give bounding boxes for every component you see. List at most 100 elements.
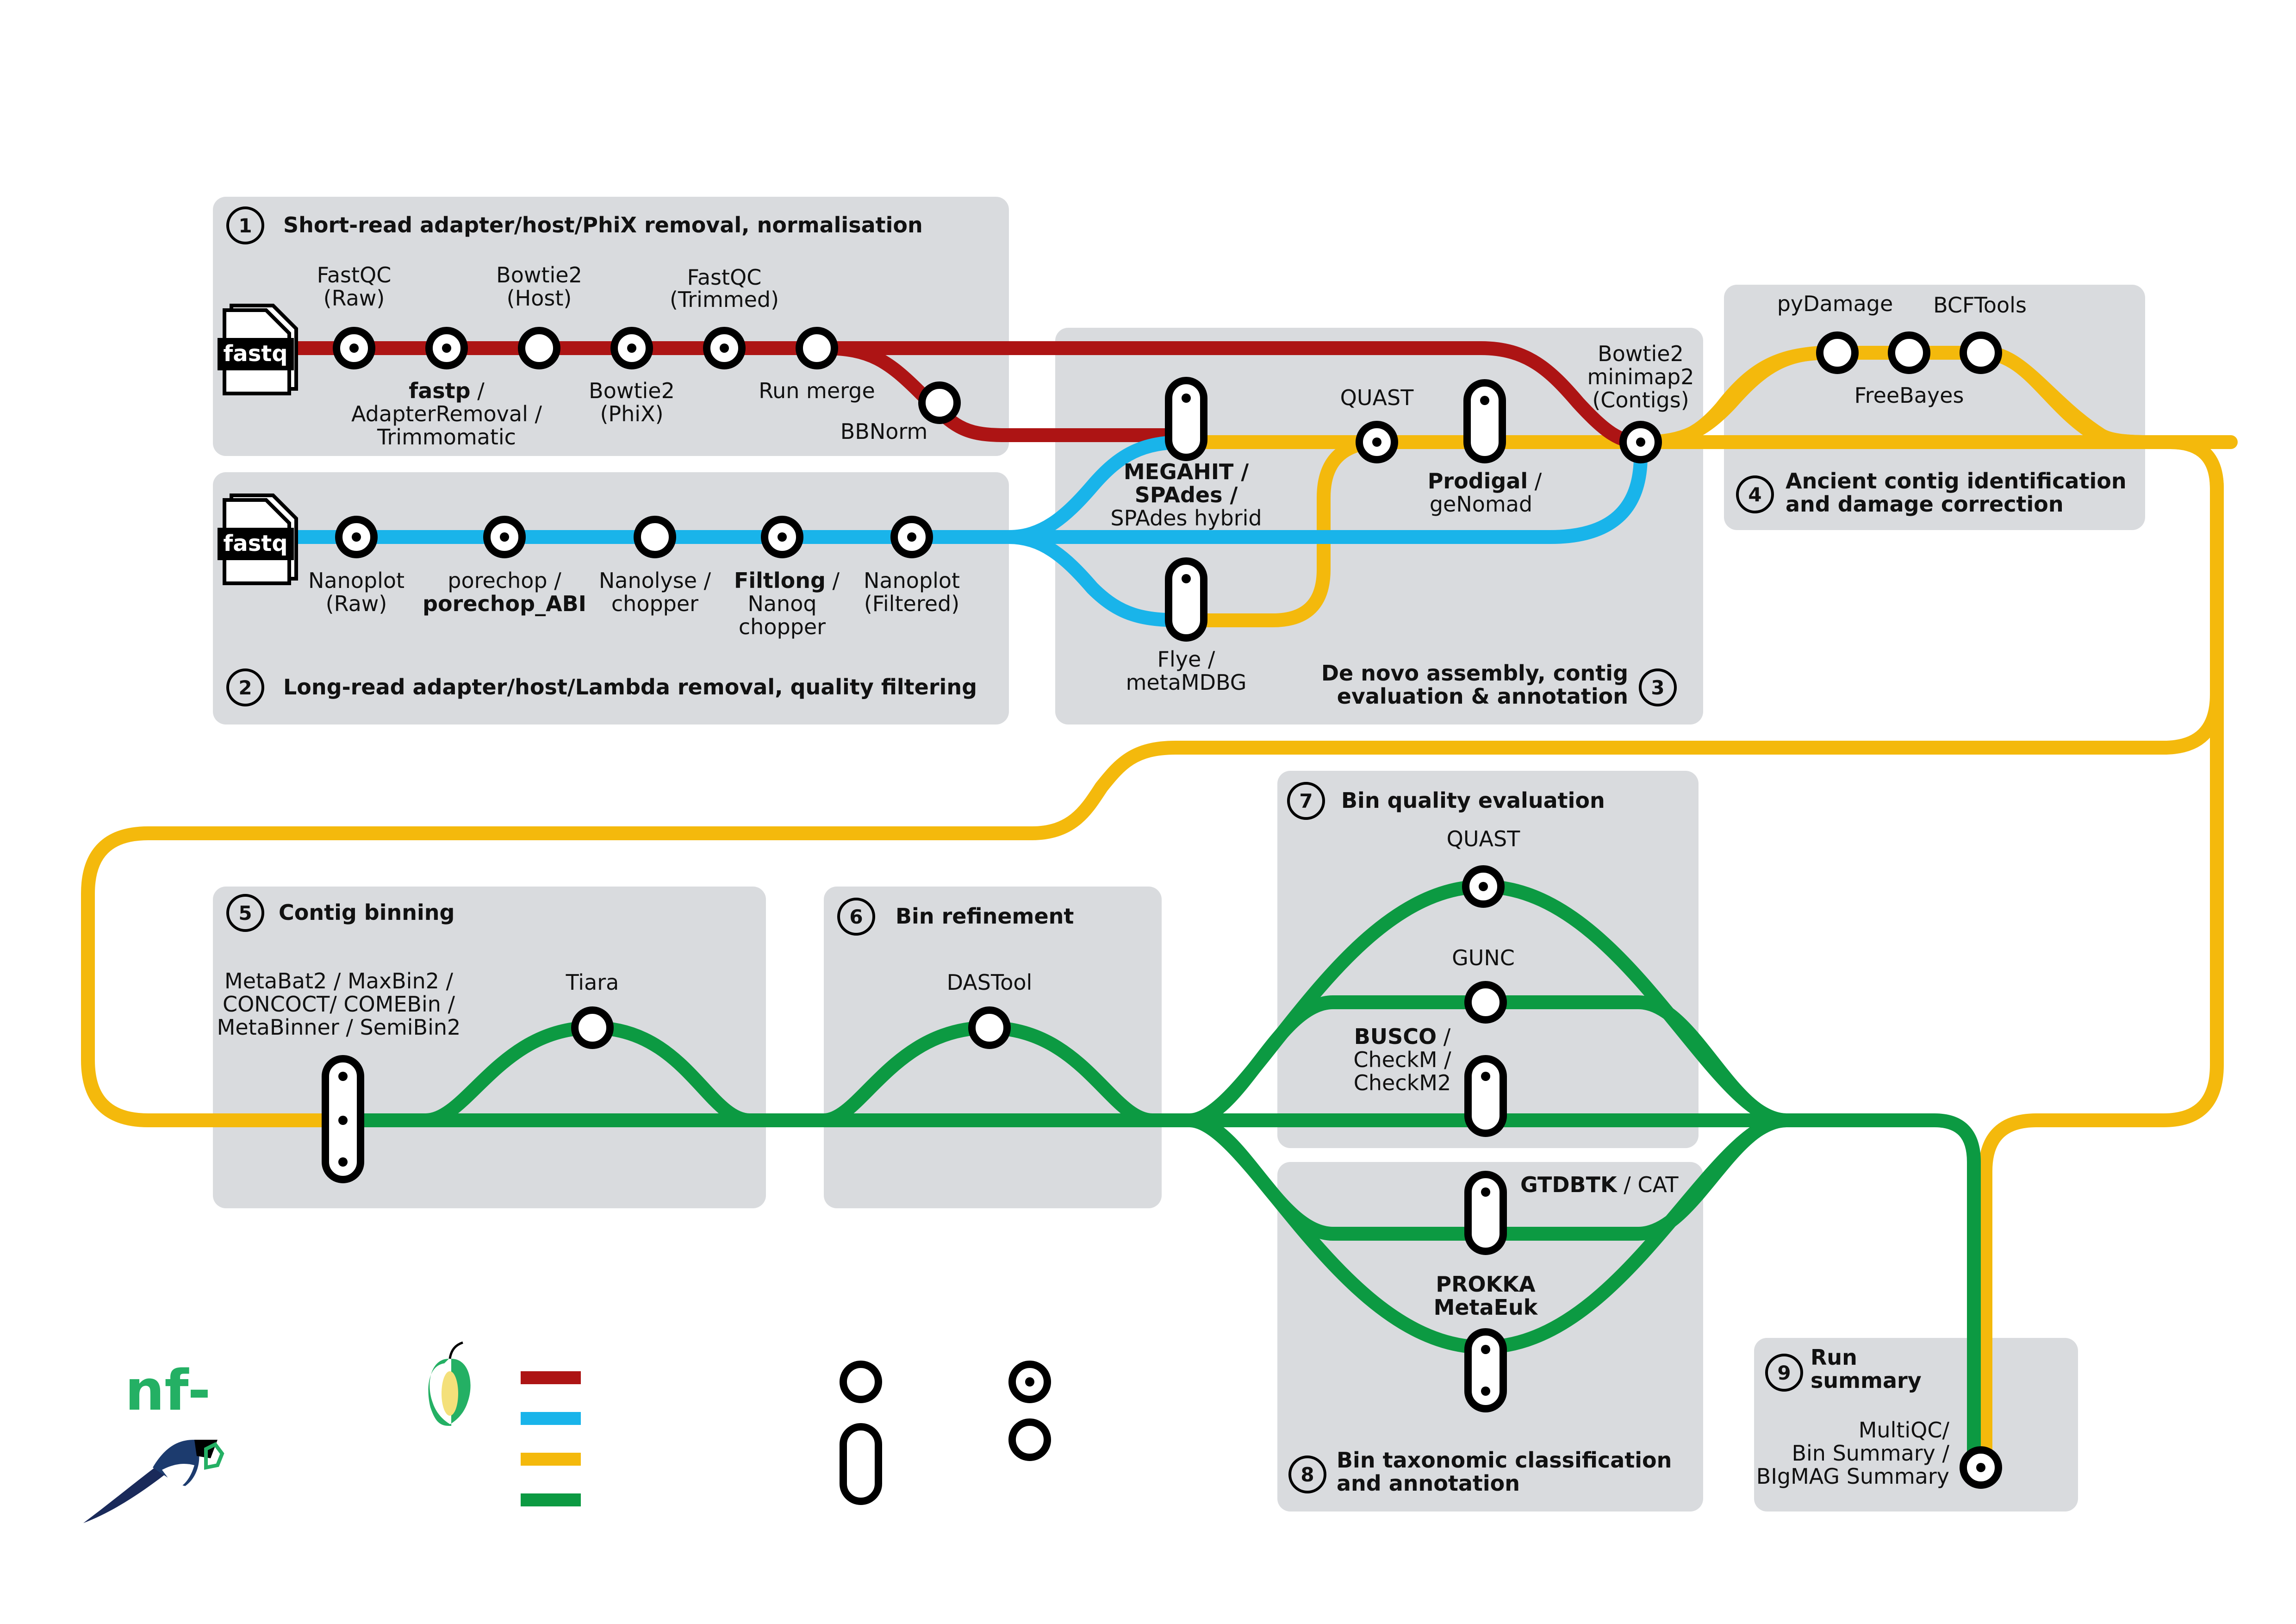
label-megahit-3: SPAdes hybrid xyxy=(1110,506,1262,531)
station-fastqc-trimmed[interactable] xyxy=(703,327,746,369)
label-bowtie2-contigs-3: (Contigs) xyxy=(1592,387,1689,412)
svg-text:7: 7 xyxy=(1299,790,1313,812)
station-metabat[interactable] xyxy=(322,1055,364,1183)
fastq-label-short: fastq xyxy=(223,341,287,367)
station-prokka[interactable] xyxy=(1464,1328,1507,1412)
label-prodigal-1: Prodigal / xyxy=(1428,468,1542,493)
label-quast-bins: QUAST xyxy=(1447,826,1521,851)
label-filtlong-3: chopper xyxy=(739,614,826,639)
logo-prefix: nf- xyxy=(125,1359,211,1423)
station-freebayes[interactable] xyxy=(1888,331,1930,374)
station-bowtie2-phix[interactable] xyxy=(610,327,653,369)
label-freebayes: FreeBayes xyxy=(1854,383,1964,408)
svg-text:Run: Run xyxy=(1811,1345,1857,1370)
label-prodigal-2: geNomad xyxy=(1430,492,1532,517)
station-fastp[interactable] xyxy=(425,327,468,369)
station-quast-contigs[interactable] xyxy=(1356,421,1398,463)
legend-apple-icon xyxy=(428,1341,471,1426)
legend-single-station xyxy=(840,1361,882,1403)
station-gtdbtk[interactable] xyxy=(1464,1171,1507,1255)
legend-green-bar xyxy=(521,1493,581,1506)
panel-short-read xyxy=(213,197,1009,456)
label-fastp-3: Trimmomatic xyxy=(377,425,516,450)
label-filtlong-2: Nanoq xyxy=(747,591,816,616)
legend-blue-bar xyxy=(521,1412,581,1425)
label-gtdbtk: GTDBTK / CAT xyxy=(1520,1172,1679,1197)
svg-text:Ancient contig identification: Ancient contig identification xyxy=(1786,468,2127,493)
station-bbnorm[interactable] xyxy=(918,381,961,424)
panel-bin-quality xyxy=(1277,771,1699,1148)
label-fastqc-raw-2: (Raw) xyxy=(324,286,385,311)
label-prokka-1: PROKKA xyxy=(1436,1272,1536,1297)
svg-text:6: 6 xyxy=(849,906,863,928)
label-bowtie2-host-1: Bowtie2 xyxy=(496,262,582,287)
station-porechop[interactable] xyxy=(483,516,526,558)
legend-required-station xyxy=(1008,1418,1051,1461)
label-metabat-1: MetaBat2 / MaxBin2 / xyxy=(224,968,453,993)
label-bowtie2-host-2: (Host) xyxy=(507,286,572,311)
label-fastqc-trimmed-2: (Trimmed) xyxy=(670,287,779,312)
label-quast-contigs: QUAST xyxy=(1340,385,1414,410)
section-7-header: 7 Bin quality evaluation xyxy=(1287,782,1605,820)
station-run-merge[interactable] xyxy=(796,327,838,369)
stations xyxy=(322,327,2002,1489)
svg-text:Long-read adapter/host/Lambda: Long-read adapter/host/Lambda removal, q… xyxy=(283,675,977,700)
legend-yellow-bar xyxy=(521,1453,581,1466)
station-nanoplot-filtered[interactable] xyxy=(890,516,933,558)
station-gunc[interactable] xyxy=(1464,981,1507,1024)
station-busco[interactable] xyxy=(1464,1055,1507,1137)
legend-optional-station xyxy=(1008,1361,1051,1403)
svg-text:9: 9 xyxy=(1777,1362,1791,1384)
label-multiqc-2: Bin Summary / xyxy=(1792,1441,1949,1466)
label-nanolyse-1: Nanolyse / xyxy=(599,568,711,593)
label-metabat-3: MetaBinner / SemiBin2 xyxy=(217,1015,461,1040)
label-nanoplot-filtered-1: Nanoplot xyxy=(864,568,960,593)
label-bowtie2-contigs-2: minimap2 xyxy=(1587,364,1694,389)
svg-text:5: 5 xyxy=(238,902,252,924)
line-assembly-summary xyxy=(1634,435,2224,1474)
station-quast-bins[interactable] xyxy=(1462,865,1505,908)
svg-text:Contig binning: Contig binning xyxy=(279,900,454,925)
section-1-header: 1 Short-read adapter/host/PhiX removal, … xyxy=(226,206,923,244)
station-tiara[interactable] xyxy=(571,1006,614,1049)
label-fastqc-trimmed-1: FastQC xyxy=(687,265,762,290)
station-bowtie2-host[interactable] xyxy=(518,327,560,369)
station-flye[interactable] xyxy=(1165,557,1207,642)
section-6-header: 6 Bin refinement xyxy=(837,898,1074,936)
svg-text:summary: summary xyxy=(1811,1368,1922,1393)
station-labels: FastQC (Raw) fastp / AdapterRemoval / Tr… xyxy=(217,262,2027,1489)
station-pydamage[interactable] xyxy=(1816,331,1859,374)
station-nanolyse[interactable] xyxy=(634,516,676,558)
label-busco-3: CheckM2 xyxy=(1354,1070,1451,1095)
line-binning xyxy=(336,1113,1981,1474)
label-fastqc-raw-1: FastQC xyxy=(317,262,392,287)
station-nanoplot-raw[interactable] xyxy=(335,516,378,558)
station-bowtie2-contigs[interactable] xyxy=(1619,421,1662,463)
station-filtlong[interactable] xyxy=(761,516,803,558)
label-bbnorm: BBNorm xyxy=(840,419,928,444)
section-8-header: 8 Bin taxonomic classification and annot… xyxy=(1288,1448,1672,1496)
station-prodigal[interactable] xyxy=(1463,379,1506,463)
label-busco-2: CheckM / xyxy=(1353,1047,1451,1072)
label-nanoplot-raw-1: Nanoplot xyxy=(308,568,404,593)
svg-text:and annotation: and annotation xyxy=(1337,1471,1520,1496)
label-busco-1: BUSCO / xyxy=(1354,1024,1451,1049)
magpie-icon xyxy=(83,1440,224,1523)
fastq-label-long: fastq xyxy=(223,531,287,556)
section-3-header: 3 De novo assembly, contig evaluation & … xyxy=(1321,661,1677,709)
nf-core-logo: nf- xyxy=(83,1359,224,1523)
station-multiqc[interactable] xyxy=(1960,1446,2002,1489)
station-bcftools[interactable] xyxy=(1960,331,2002,374)
label-gunc: GUNC xyxy=(1452,945,1515,970)
svg-text:1: 1 xyxy=(238,214,252,237)
station-fastqc-raw[interactable] xyxy=(333,327,375,369)
section-5-header: 5 Contig binning xyxy=(226,894,454,932)
label-nanoplot-raw-2: (Raw) xyxy=(326,591,387,616)
station-dastool[interactable] xyxy=(968,1006,1011,1049)
station-megahit[interactable] xyxy=(1165,377,1207,461)
legend-multi-station xyxy=(840,1423,882,1505)
label-multiqc-1: MultiQC/ xyxy=(1859,1418,1950,1443)
legend-red-bar xyxy=(521,1371,581,1384)
label-fastp-1: fastp / xyxy=(409,378,485,403)
